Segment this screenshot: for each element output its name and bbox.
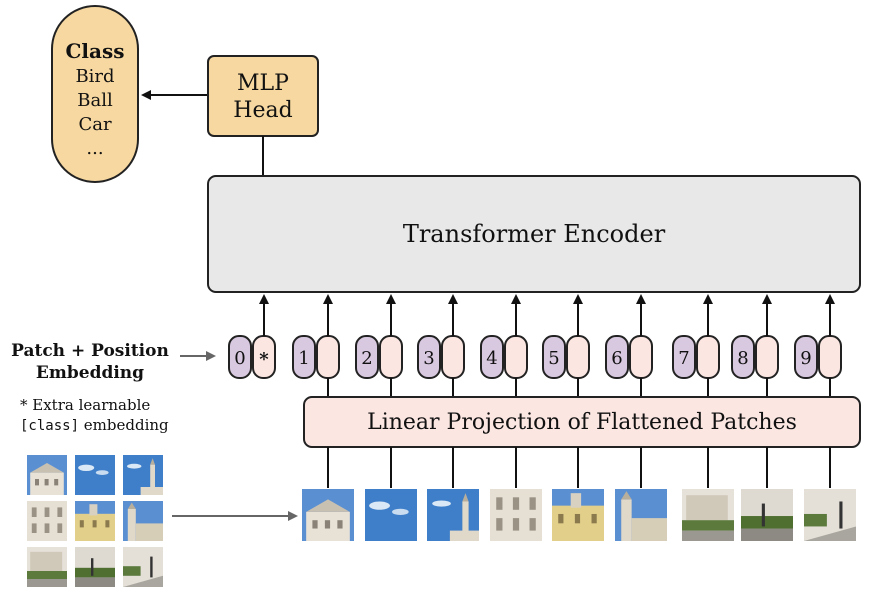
patch-embedding-pill [379, 335, 403, 379]
token-4: 4 [480, 294, 528, 397]
patch-sequence [302, 447, 856, 541]
class-item: Car [78, 114, 112, 135]
class-item: Ball [77, 90, 113, 111]
position-embedding-pill [542, 335, 566, 379]
position-embedding-pill [480, 335, 504, 379]
grid-patch [123, 501, 163, 541]
position-embedding-pill [417, 335, 441, 379]
position-index: 7 [678, 348, 689, 369]
position-index: 3 [423, 348, 434, 369]
position-index: 6 [611, 348, 622, 369]
grid-patch [27, 455, 67, 495]
flattened-patch-image [365, 489, 417, 541]
patch-embedding-pill [316, 335, 340, 379]
grid-patch [75, 547, 115, 587]
flattened-patch-image [427, 489, 479, 541]
transformer-encoder-box: Transformer Encoder [207, 175, 861, 293]
grid-patch [27, 547, 67, 587]
flattened-patch-image [682, 489, 734, 541]
token-8: 8 [731, 294, 779, 397]
class-title: Class [66, 39, 125, 63]
position-embedding-pill [605, 335, 629, 379]
source-image-grid [27, 455, 163, 587]
class-token-marker: * [259, 349, 269, 370]
position-index: 5 [548, 348, 559, 369]
position-embedding-pill [292, 335, 316, 379]
token-5: 5 [542, 294, 590, 397]
linear-projection-box: Linear Projection of Flattened Patches [303, 396, 861, 448]
patch-embedding-pill [441, 335, 465, 379]
position-index: 9 [800, 348, 811, 369]
position-index: 2 [361, 348, 372, 369]
token-1: 1 [292, 294, 340, 397]
grid-patch [27, 501, 67, 541]
class-item: Bird [75, 66, 114, 87]
token-6: 6 [605, 294, 653, 397]
flattened-patch-image [302, 489, 354, 541]
flattened-patch-image [615, 489, 667, 541]
patch-embedding-pill [755, 335, 779, 379]
transformer-encoder-label: Transformer Encoder [403, 220, 666, 248]
grid-patch [123, 547, 163, 587]
grid-patch [123, 455, 163, 495]
patch-embedding-pill [566, 335, 590, 379]
token-9: 9 [794, 294, 842, 397]
position-embedding-pill [731, 335, 755, 379]
token-3: 3 [417, 294, 465, 397]
flattened-patch-image [804, 489, 856, 541]
token-2: 2 [355, 294, 403, 397]
class-item: ... [86, 138, 103, 159]
embedding-label-line2: Embedding [36, 363, 144, 383]
class-token-note-line1: * Extra learnable [20, 396, 150, 414]
flattened-patch-image [490, 489, 542, 541]
position-embedding-pill [794, 335, 818, 379]
mlp-head-label-line1: MLP [237, 71, 289, 96]
token-0: 0* [228, 294, 276, 379]
position-index: 1 [298, 348, 309, 369]
class-output-box: Class Bird Ball Car ... [51, 5, 139, 183]
flattened-patch-image [741, 489, 793, 541]
patch-embedding-pill [504, 335, 528, 379]
position-embedding-pill [228, 335, 252, 379]
class-token-note-line2: [class] embedding [20, 416, 169, 434]
patch-embedding-pill [696, 335, 720, 379]
position-index: 0 [234, 348, 245, 369]
position-embedding-pill [355, 335, 379, 379]
position-index: 8 [737, 348, 748, 369]
class-token-code: [class] [20, 418, 79, 434]
class-token-note-rest: embedding [79, 416, 169, 434]
mlp-head-box: MLP Head [207, 55, 319, 137]
flattened-patch-image [552, 489, 604, 541]
grid-patch [75, 455, 115, 495]
position-index: 4 [486, 348, 497, 369]
mlp-head-label-line2: Head [233, 98, 292, 123]
patch-embedding-pill [818, 335, 842, 379]
token-7: 7 [672, 294, 720, 397]
patch-embedding-pill [629, 335, 653, 379]
position-embedding-pill [672, 335, 696, 379]
embedding-label-line1: Patch + Position [11, 341, 169, 361]
linear-projection-label: Linear Projection of Flattened Patches [367, 410, 797, 435]
grid-patch [75, 501, 115, 541]
